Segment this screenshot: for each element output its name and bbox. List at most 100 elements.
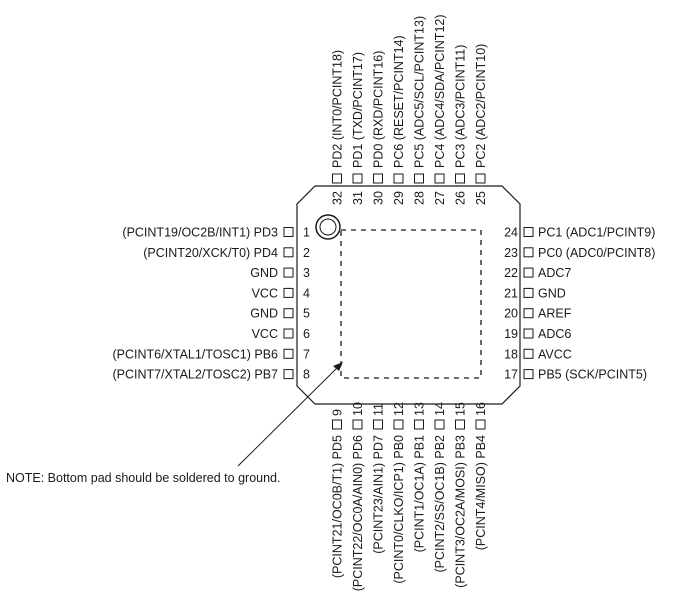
pin-6-pad xyxy=(283,328,294,339)
pin-14-pad xyxy=(434,419,445,430)
pin1-marker-outer xyxy=(315,214,341,240)
pin-8-number: 8 xyxy=(303,368,310,382)
pin-30-label: PD0 (RXD/PCINT16) xyxy=(372,51,386,168)
pin-17-pad xyxy=(523,369,534,380)
pin-26-pad xyxy=(455,173,465,184)
pin-10-label: (PCINT22/OC0A/AIN0) PD6 xyxy=(351,435,365,591)
pin-21-number: 21 xyxy=(504,286,518,300)
pin1-marker-inner xyxy=(319,218,337,236)
left-pins: 1(PCINT19/OC2B/INT1) PD32(PCINT20/XCK/T0… xyxy=(112,226,310,382)
pin-27-label: PC4 (ADC4/SDA/PCINT12) xyxy=(433,14,447,168)
pin-25-label: PC2 (ADC2/PCINT10) xyxy=(474,44,488,168)
pin-8-pad xyxy=(283,369,294,380)
pin-24-number: 24 xyxy=(504,226,518,240)
pin-27-number: 27 xyxy=(433,191,447,205)
exposed-pad xyxy=(340,229,482,379)
pin-22-number: 22 xyxy=(504,266,518,280)
pin-26-label: PC3 (ADC3/PCINT11) xyxy=(454,45,468,168)
pin-7-number: 7 xyxy=(303,347,310,361)
pin-23-number: 23 xyxy=(504,246,518,260)
pin-23-pad xyxy=(523,247,534,258)
pin-27-pad xyxy=(434,173,445,184)
pin-3-label: GND xyxy=(250,266,278,280)
pin-19-pad xyxy=(523,328,534,339)
pin-9-label: (PCINT21/OC0B/T1) PD5 xyxy=(331,435,345,578)
pin-18-number: 18 xyxy=(504,347,518,361)
pin-12-number: 12 xyxy=(392,402,406,416)
top-pins: 32 PD2 (INT0/PCINT18) 31 PD1 (TXD/PCINT17) 3… xyxy=(331,14,489,205)
pin-6-label: VCC xyxy=(252,327,278,341)
pin-3-number: 3 xyxy=(303,266,310,280)
pin-31-number: 31 xyxy=(351,191,365,205)
pin-26-number: 26 xyxy=(454,191,468,205)
pin-17-number: 17 xyxy=(504,368,518,382)
pin-4-pad xyxy=(283,287,294,298)
pin-2-label: (PCINT20/XCK/T0) PD4 xyxy=(143,246,278,260)
package-body xyxy=(296,185,521,405)
note-arrowhead xyxy=(333,362,343,371)
pin-3-pad xyxy=(283,267,294,278)
pin-28-label: PC5 (ADC5/SCL/PCINT13) xyxy=(413,16,427,168)
pin-24-label: PC1 (ADC1/PCINT9) xyxy=(538,226,655,240)
pin-23-label: PC0 (ADC0/PCINT8) xyxy=(538,246,655,260)
pin-13-number: 13 xyxy=(413,402,427,416)
pin-20-label: AREF xyxy=(538,307,572,321)
pin-15-label: (PCINT3/OC2A/MOSI) PB3 xyxy=(454,435,468,588)
bottom-pad-note: NOTE: Bottom pad should be soldered to g… xyxy=(6,471,280,485)
pin-1-pad xyxy=(283,227,294,237)
pin-21-pad xyxy=(523,287,534,298)
pin-29-number: 29 xyxy=(392,191,406,205)
pin-17-label: PB5 (SCK/PCINT5) xyxy=(538,368,647,382)
pin-14-number: 14 xyxy=(433,402,447,416)
pin-16-label: (PCINT4/MISO) PB4 xyxy=(474,435,488,550)
pin-15-number: 15 xyxy=(454,402,468,416)
pin-22-pad xyxy=(523,267,534,278)
pin-5-pad xyxy=(283,308,294,319)
right-pins: 24 PC1 (ADC1/PCINT9) 23 PC0 (ADC0/PCINT8) 22… xyxy=(504,226,655,382)
pin-18-pad xyxy=(523,348,534,359)
pin-1-number: 1 xyxy=(303,226,310,240)
pin-22-label: ADC7 xyxy=(538,266,571,280)
pin-32-label: PD2 (INT0/PCINT18) xyxy=(331,50,345,168)
pin-16-number: 16 xyxy=(474,402,488,416)
pin-28-number: 28 xyxy=(413,191,427,205)
pin-20-pad xyxy=(523,308,534,319)
pin-11-pad xyxy=(373,419,383,430)
pin-30-pad xyxy=(373,173,383,184)
pin-18-label: AVCC xyxy=(538,347,572,361)
pin-13-pad xyxy=(414,419,424,430)
pin-25-number: 25 xyxy=(474,191,488,205)
pin-9-pad xyxy=(332,419,342,430)
pin-10-number: 10 xyxy=(351,402,365,416)
pin-20-number: 20 xyxy=(504,307,518,321)
pin-24-pad xyxy=(523,227,534,237)
pin-2-pad xyxy=(283,247,294,258)
pin-4-label: VCC xyxy=(252,286,278,300)
pin-7-label: (PCINT6/XTAL1/TOSC1) PB6 xyxy=(112,347,278,361)
pin-29-label: PC6 (RESET/PCINT14) xyxy=(392,35,406,168)
pin-8-label: (PCINT7/XTAL2/TOSC2) PB7 xyxy=(112,368,278,382)
pin-31-pad xyxy=(352,173,363,184)
note-leader-line xyxy=(237,363,342,467)
pin-28-pad xyxy=(414,173,424,184)
pin-32-number: 32 xyxy=(331,191,345,205)
pin-16-pad xyxy=(475,419,486,430)
pin-13-label: (PCINT1/OC1A) PB1 xyxy=(413,435,427,552)
pin-15-pad xyxy=(455,419,465,430)
pin-6-number: 6 xyxy=(303,327,310,341)
pin-10-pad xyxy=(352,419,363,430)
pin-11-label: (PCINT23/AIN1) PD7 xyxy=(372,435,386,554)
pin-12-label: (PCINT0/CLKO/ICP1) PB0 xyxy=(392,435,406,584)
pin-21-label: GND xyxy=(538,286,566,300)
pin-31-label: PD1 (TXD/PCINT17) xyxy=(351,52,365,168)
pin-29-pad xyxy=(393,173,404,184)
pin-14-label: (PCINT2/SS/OC1B) PB2 xyxy=(433,435,447,573)
pin-25-pad xyxy=(475,173,486,184)
pin-9-number: 9 xyxy=(331,409,345,416)
pin-19-number: 19 xyxy=(504,327,518,341)
pin-32-pad xyxy=(332,173,342,184)
pin-5-number: 5 xyxy=(303,307,310,321)
pin-2-number: 2 xyxy=(303,246,310,260)
pin-30-number: 30 xyxy=(372,191,386,205)
